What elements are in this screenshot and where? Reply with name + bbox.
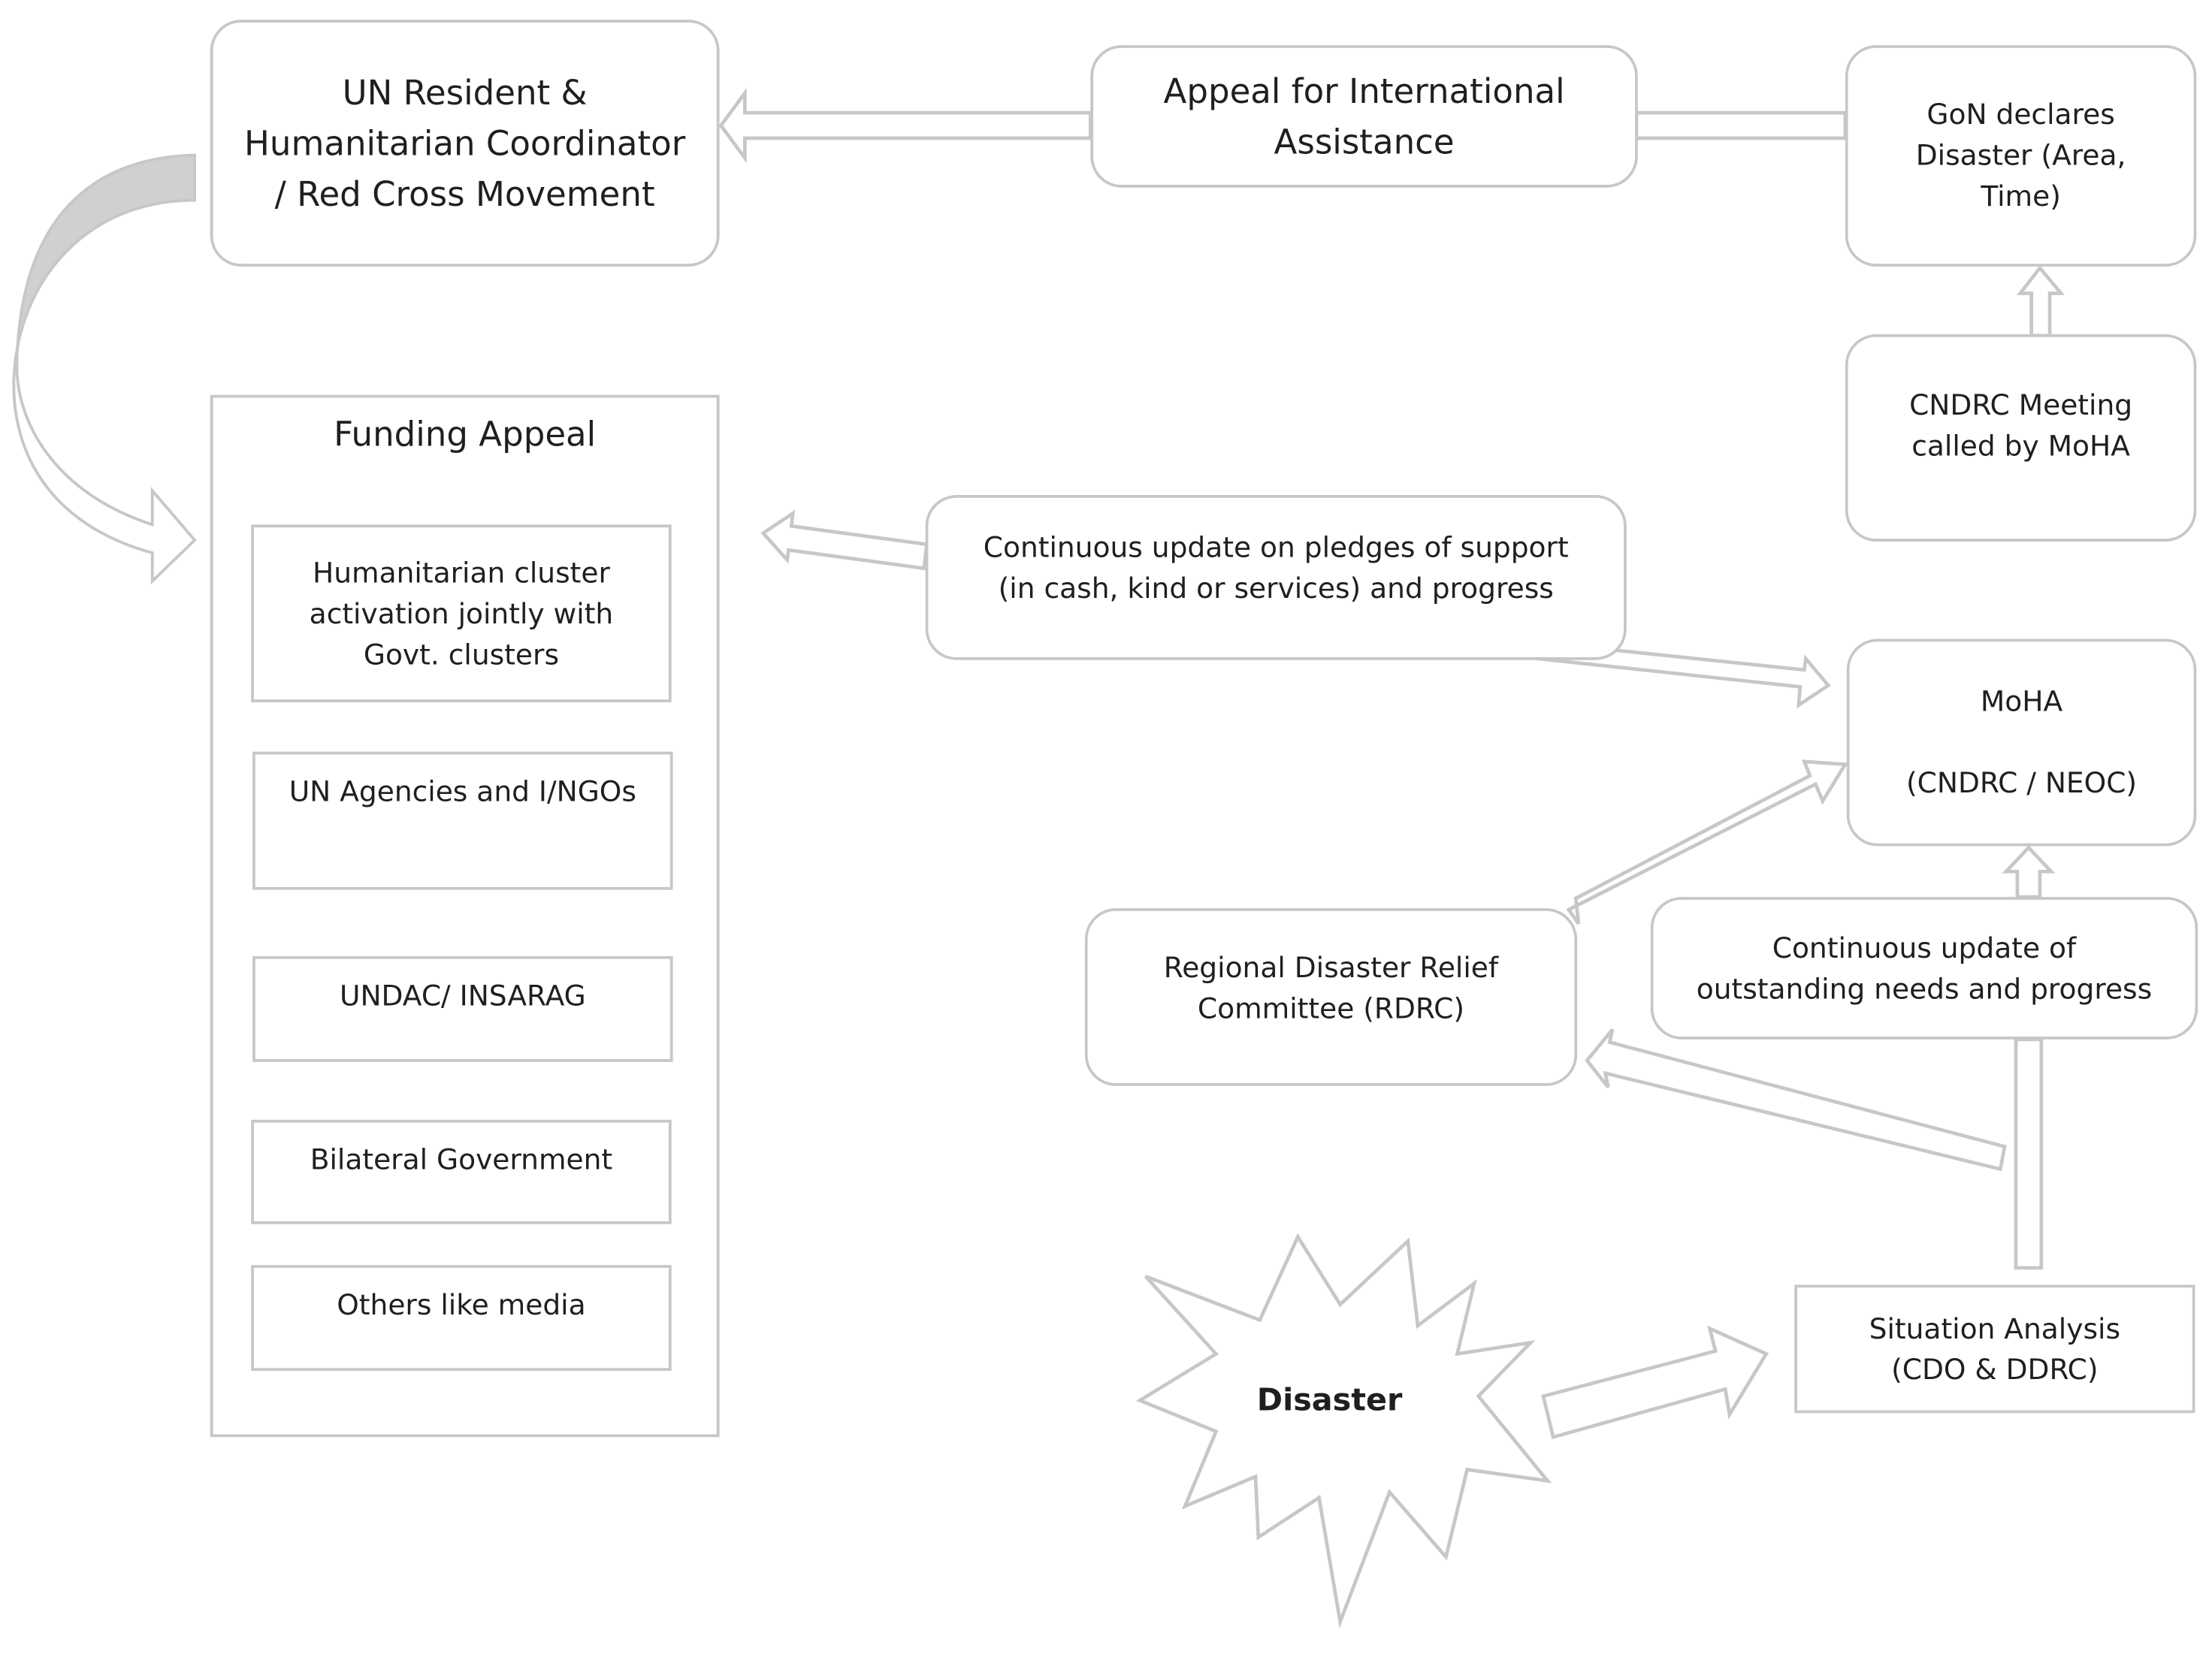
undac-label: UNDAC/ INSARAG	[339, 979, 586, 1013]
rdrc-label: Regional Disaster Relief Committee (RDRC…	[1163, 950, 1499, 1025]
humanitarian-cluster-box: Humanitarian cluster activation jointly …	[251, 524, 672, 703]
situation-analysis-label: Situation Analysis (CDO & DDRC)	[1869, 1311, 2121, 1386]
cndrc-meeting-box: CNDRC Meeting called by MoHA	[1845, 334, 2197, 542]
undac-box: UNDAC/ INSARAG	[252, 955, 673, 1062]
others-media-label: Others like media	[337, 1287, 586, 1322]
appeal-international-box: Appeal for International Assistance	[1090, 45, 1638, 188]
appeal-international-label: Appeal for International Assistance	[1163, 71, 1565, 161]
situation-analysis-box: Situation Analysis (CDO & DDRC)	[1794, 1284, 2195, 1414]
arrow-rdrc-to-moha	[1566, 759, 1848, 925]
arrow-situation-to-needs	[2014, 1037, 2044, 1270]
un-coordinator-label: UN Resident & Humanitarian Coordinator /…	[244, 72, 686, 214]
needs-update-label: Continuous update of outstanding needs a…	[1696, 930, 2153, 1005]
arrow-cndrc-to-gon	[2016, 264, 2065, 338]
cndrc-meeting-label: CNDRC Meeting called by MoHA	[1909, 387, 2133, 462]
un-coordinator-box: UN Resident & Humanitarian Coordinator /…	[210, 20, 720, 267]
pledges-update-box: Continuous update on pledges of support …	[925, 495, 1627, 660]
moha-box: MoHA (CNDRC / NEOC)	[1846, 638, 2197, 847]
un-agencies-label: UN Agencies and I/NGOs	[289, 774, 636, 808]
bilateral-box: Bilateral Government	[251, 1119, 672, 1224]
arrow-appeal-to-un	[718, 87, 1092, 164]
gon-declares-label: GoN declares Disaster (Area, Time)	[1915, 97, 2126, 213]
pledges-update-label: Continuous update on pledges of support …	[983, 530, 1569, 605]
disaster-starburst-shape	[1135, 1233, 1552, 1629]
arrow-disaster-to-situation	[1541, 1325, 1769, 1440]
funding-appeal-title: Funding Appeal	[334, 415, 597, 454]
curved-arrow-un-to-funding-inner	[12, 359, 197, 584]
arrow-situation-to-rdrc	[1585, 1028, 2007, 1172]
funding-appeal-container	[210, 394, 720, 1438]
humanitarian-cluster-label: Humanitarian cluster activation jointly …	[309, 554, 614, 671]
needs-update-box: Continuous update of outstanding needs a…	[1650, 897, 2198, 1040]
moha-label: MoHA (CNDRC / NEOC)	[1905, 684, 2138, 800]
rdrc-box: Regional Disaster Relief Committee (RDRC…	[1084, 908, 1578, 1086]
bilateral-label: Bilateral Government	[310, 1142, 613, 1176]
others-media-box: Others like media	[251, 1265, 672, 1371]
arrow-gon-to-appeal	[1634, 110, 1848, 140]
disaster-label: Disaster	[1256, 1383, 1403, 1419]
arrow-pledges-to-funding	[760, 509, 929, 571]
arrow-needs-to-moha	[2002, 844, 2056, 899]
gon-declares-box: GoN declares Disaster (Area, Time)	[1845, 45, 2197, 267]
un-agencies-box: UN Agencies and I/NGOs	[252, 751, 673, 890]
